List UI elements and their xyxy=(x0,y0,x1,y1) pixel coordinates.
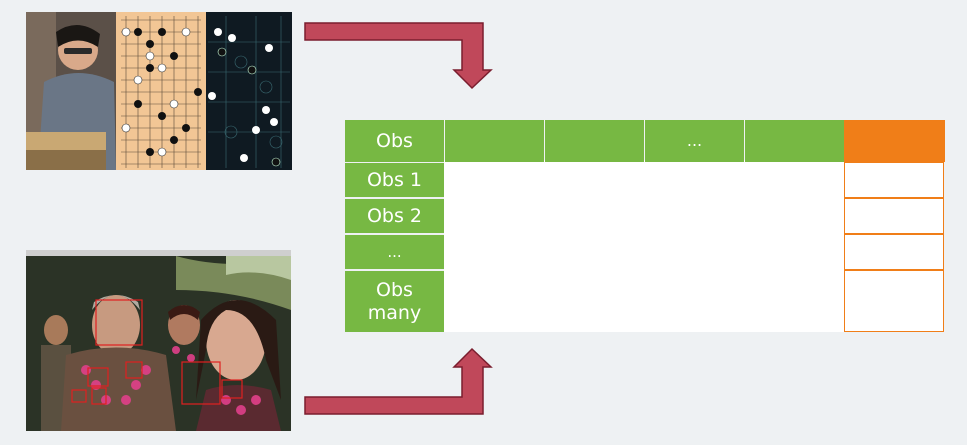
header-cell-2 xyxy=(545,120,644,162)
bounding-box-icon xyxy=(26,250,291,431)
row-label-obs-2: Obs 2 xyxy=(345,199,444,233)
row-label-obs-1: Obs 1 xyxy=(345,163,444,197)
target-cell-2 xyxy=(844,198,944,234)
face-detection-photo xyxy=(26,250,291,431)
header-cell-ellipsis: ... xyxy=(645,120,744,162)
go-board-icon xyxy=(26,12,292,170)
header-cell-1 xyxy=(445,120,544,162)
go-player-photo xyxy=(26,12,292,170)
target-cell-1 xyxy=(844,162,944,198)
header-obs: Obs xyxy=(345,120,444,162)
row-label-ellipsis: ... xyxy=(345,235,444,269)
data-area xyxy=(444,160,844,332)
row-label-obs-many: Obs many xyxy=(345,271,444,332)
observation-table: Obs ... Obs 1 Obs 2 ... Obs many xyxy=(345,120,945,332)
target-cell-4 xyxy=(844,270,944,332)
target-cell-3 xyxy=(844,234,944,270)
header-target xyxy=(844,120,945,162)
header-cell-4 xyxy=(745,120,844,162)
